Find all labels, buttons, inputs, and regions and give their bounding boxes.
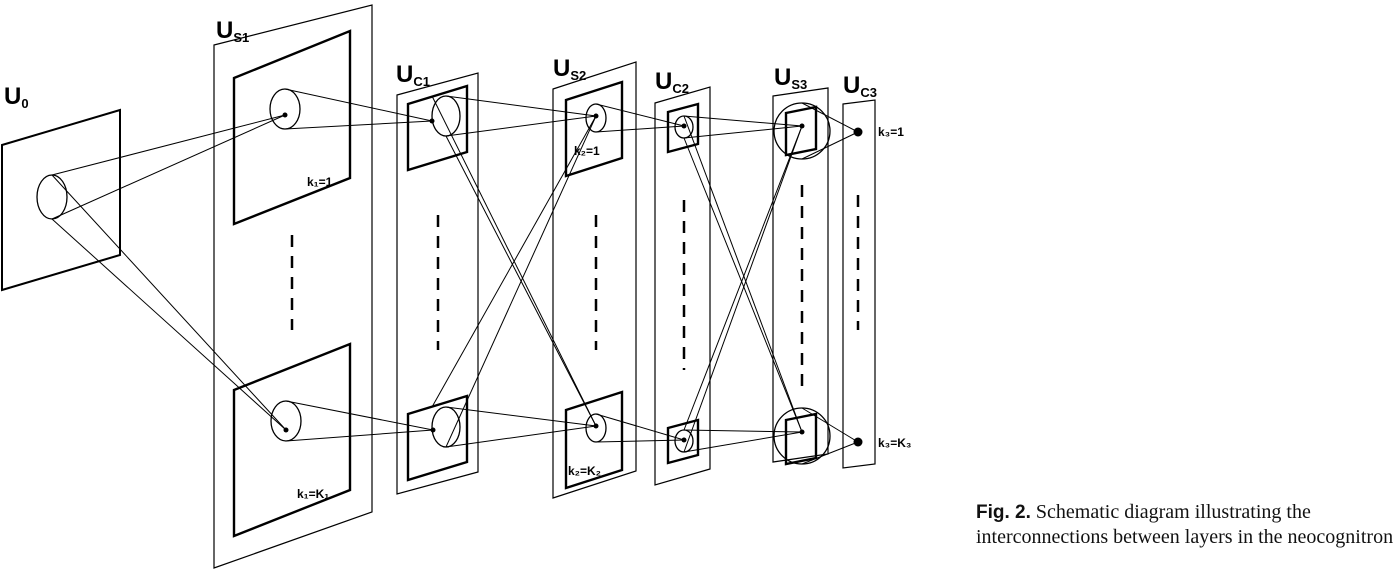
uc2-plane-k2 [666,418,700,465]
uc2-plane-1 [666,102,700,154]
uc2-layer-frame [654,86,711,486]
uc3-cell-bottom [853,437,863,447]
us2-cell-bottom [593,423,599,429]
us1-plane-k1 [232,342,352,538]
us1-layer-frame [213,4,373,569]
label-k2-first: k₂=1 [574,144,600,158]
us1-cell-top [282,112,288,118]
label-k1-first: k₁=1 [307,175,333,189]
us3-cell-bottom [799,429,805,435]
uc1-cell-ellipse-bottom [431,406,461,448]
connections-uc1-us2 [431,95,597,448]
label-uc1: UC1 [396,61,430,89]
label-us2: US2 [553,55,586,83]
u0-plane [1,108,121,292]
label-k3-last: k₃=K₃ [878,436,911,450]
uc3-layer-frame [842,99,876,469]
uc2-cell-top [681,123,687,129]
us2-plane-k2 [564,390,624,490]
label-uc2: UC2 [655,68,689,96]
label-k3-first: k₃=1 [878,125,904,139]
label-us3: US3 [774,64,807,92]
connections-us2-uc2 [595,103,685,443]
u0-receptive-field [36,174,68,220]
figure-caption: Fig. 2. Schematic diagram illustrating t… [976,500,1396,549]
caption-prefix: Fig. 2. [976,502,1031,523]
label-k1-last: k₁=K₁ [297,487,329,501]
us3-cell-top [799,123,805,129]
uc1-layer-frame [396,72,479,495]
uc3-cell-top [853,127,863,137]
us3-plane-1 [784,105,818,157]
connections-uc2-us3 [683,115,803,453]
connections-us3-uc3 [801,102,859,465]
uc2-cell-bottom [681,437,687,443]
uc1-plane-k1 [406,394,469,482]
uc1-cell-top [429,118,435,124]
label-u0: U0 [4,83,29,111]
label-us1: US1 [216,17,249,45]
us2-plane-1 [564,80,624,178]
us1-cell-bottom [283,427,289,433]
us1-plane-1 [232,29,352,226]
us3-layer-frame [772,87,829,463]
label-k2-last: k₂=K₂ [568,464,601,478]
uc1-cell-ellipse-top [431,95,461,137]
us2-layer-frame [552,61,637,499]
uc1-plane-1 [406,84,469,172]
neocognitron-diagram: U0 US1 UC1 US2 UC2 US3 UC3 k₁=1 k₁=K₁ k₂… [1,4,911,569]
uc1-cell-bottom [430,427,436,433]
us1-cell-ellipse-top [269,88,301,130]
label-uc3: UC3 [843,72,877,100]
connections-u0-us1 [51,114,287,431]
connections-us1-uc1 [284,88,434,442]
us2-cell-top [593,113,599,119]
caption-text: Schematic diagram illustrating the inter… [976,501,1394,548]
